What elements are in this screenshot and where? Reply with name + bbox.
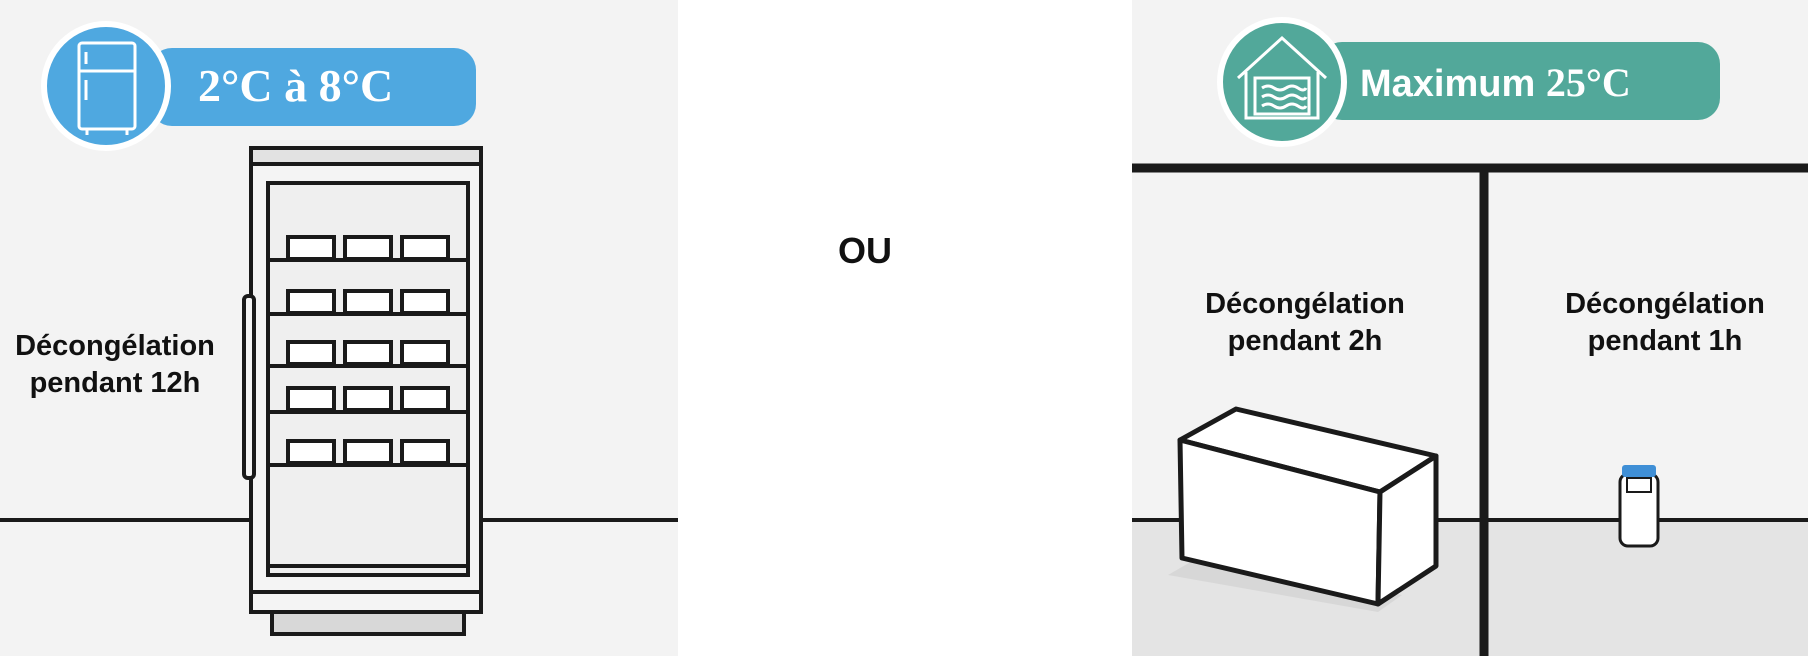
room-temperature-value: 25°C (1545, 60, 1631, 105)
refrigerator-icon (77, 41, 137, 135)
room-temperature-word: Maximum (1360, 63, 1536, 105)
vial-thaw-label: Décongélation pendant 1h (1530, 286, 1800, 360)
fridge-thaw-line2: pendant 12h (29, 367, 201, 399)
carton-thaw-line1: Décongélation (1205, 288, 1405, 320)
vial-illustration (1618, 465, 1660, 548)
vial-thaw-line1: Décongélation (1565, 288, 1765, 320)
room-temperature-badge (1320, 42, 1720, 120)
house-badge-circle (1217, 17, 1347, 147)
fridge-thaw-label: Décongélation pendant 12h (0, 328, 230, 402)
fridge-temperature-badge (150, 48, 476, 126)
fridge-temperature-text: 2°C à 8°C (198, 60, 394, 111)
refrigerator-badge-circle (41, 21, 171, 151)
carton-illustration (1168, 406, 1439, 612)
vial-thaw-line2: pendant 1h (1587, 325, 1743, 357)
carton-thaw-label: Décongélation pendant 2h (1170, 286, 1440, 360)
fridge-thaw-line1: Décongélation (15, 330, 215, 362)
house-icon (1236, 35, 1328, 120)
vial-cap (1622, 465, 1656, 477)
refrigerator-illustration (242, 146, 483, 636)
or-separator: OU (838, 230, 892, 271)
carton-thaw-line2: pendant 2h (1227, 325, 1383, 357)
room-temperature-text: Maximum 25°C (1360, 60, 1631, 107)
